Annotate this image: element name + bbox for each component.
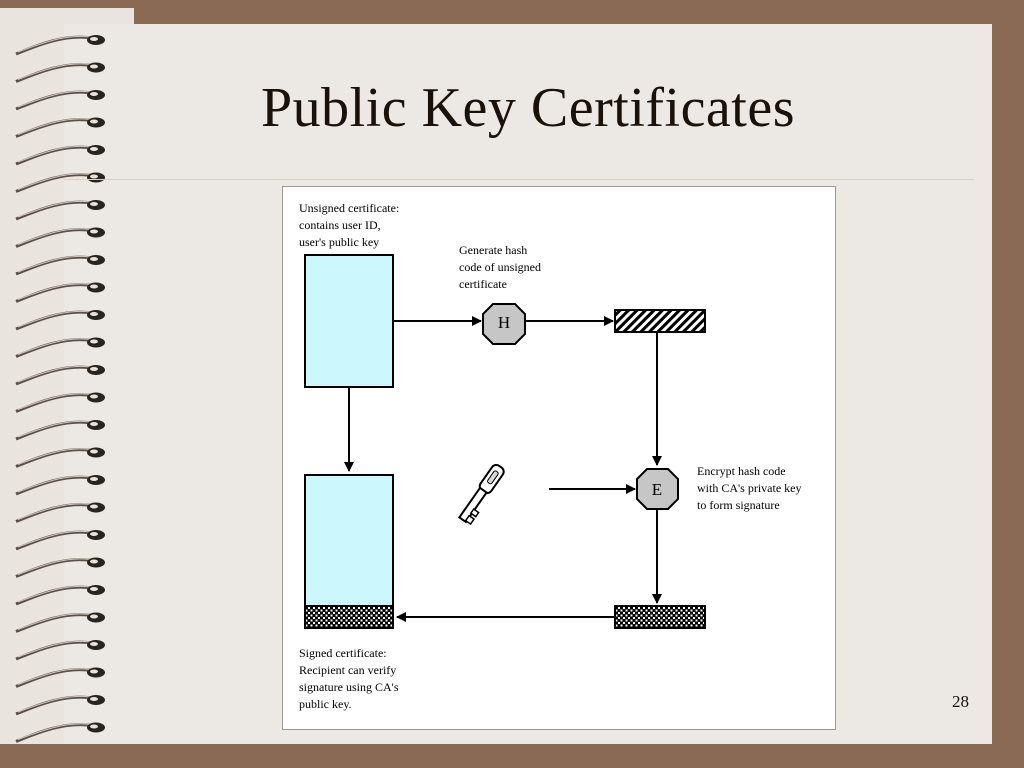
spiral-ring (15, 612, 105, 633)
unsigned-certificate-label: Unsigned certificate: contains user ID, … (299, 201, 402, 249)
spiral-ring (15, 227, 105, 248)
private-key-icon (457, 463, 505, 526)
encrypt-node-label: E (652, 480, 662, 499)
hash-label: Generate hash code of unsigned certifica… (459, 243, 544, 291)
spiral-ring (15, 530, 105, 551)
hash-node-label: H (498, 313, 510, 332)
spiral-ring (15, 447, 105, 468)
unsigned-certificate-box (304, 254, 394, 388)
title-divider (64, 179, 974, 180)
spiral-ring (15, 145, 105, 166)
spiral-ring (15, 585, 105, 606)
spiral-ring (15, 365, 105, 386)
spiral-ring (15, 200, 105, 221)
encrypt-label: Encrypt hash code with CA's private key … (697, 464, 804, 512)
spiral-ring (15, 62, 105, 83)
signed-certificate-label: Signed certificate: Recipient can verify… (299, 646, 402, 711)
hash-function-node (482, 303, 526, 345)
spiral-ring (15, 90, 105, 111)
page-number: 28 (952, 692, 969, 711)
spiral-ring (15, 282, 105, 303)
spiral-ring (15, 502, 105, 523)
signature-bar (614, 605, 706, 629)
signed-certificate-signature (304, 605, 394, 629)
encrypt-function-node (636, 468, 679, 510)
hash-code-bar (614, 309, 706, 333)
spiral-ring (15, 722, 105, 743)
spiral-ring (15, 35, 105, 56)
spiral-ring (15, 667, 105, 688)
spiral-ring (15, 695, 105, 716)
spiral-ring (15, 475, 105, 496)
spiral-ring (15, 255, 105, 276)
spiral-ring (15, 337, 105, 358)
spiral-ring (15, 117, 105, 138)
spiral-ring (15, 640, 105, 661)
spiral-ring (15, 310, 105, 331)
spiral-ring (15, 392, 105, 413)
spiral-ring (15, 172, 105, 193)
spiral-ring (15, 557, 105, 578)
spiral-ring (15, 420, 105, 441)
signed-certificate-box (304, 474, 394, 608)
certificate-figure: Unsigned certificate: contains user ID, … (282, 186, 836, 730)
certificate-diagram: Unsigned certificate: contains user ID, … (299, 201, 804, 711)
slide-title: Public Key Certificates (260, 77, 795, 139)
spiral-binding (15, 35, 105, 743)
